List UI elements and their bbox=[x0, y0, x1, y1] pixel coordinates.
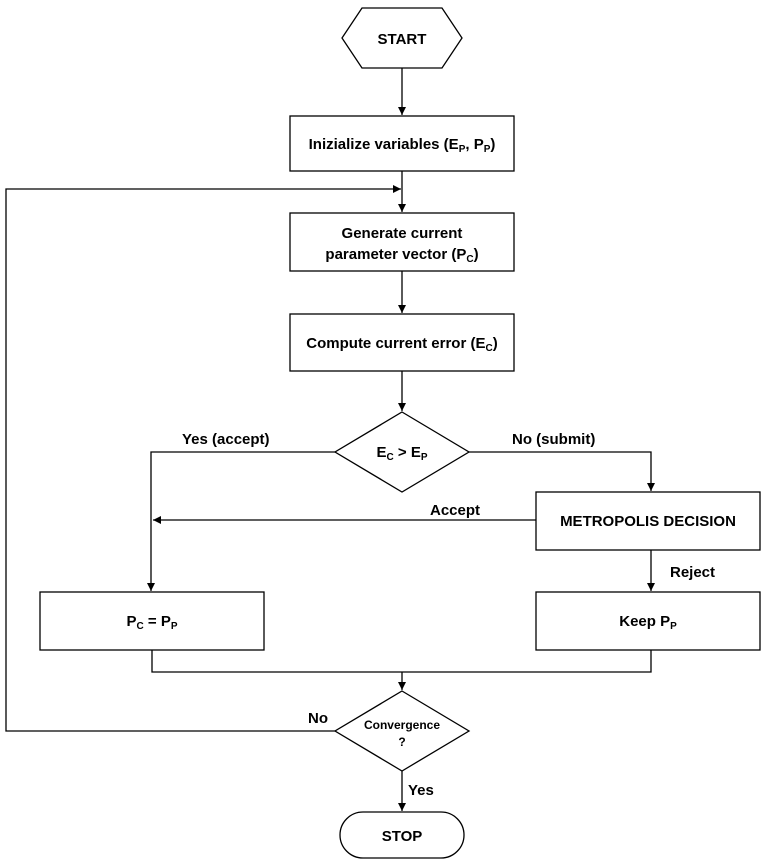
assign-label: PC = PP bbox=[126, 613, 177, 632]
edge-compare-metropolis bbox=[469, 451, 655, 491]
compare-label: EC > EP bbox=[376, 444, 427, 463]
compare-node: EC > EP bbox=[333, 411, 471, 493]
edge-label-yes-accept: Yes (accept) bbox=[182, 431, 270, 448]
convergence-label-line1: Convergence bbox=[364, 718, 440, 732]
edge-label-accept: Accept bbox=[430, 502, 480, 519]
edge-assign-merge bbox=[151, 650, 652, 673]
compute-label: Compute current error (EC) bbox=[306, 335, 497, 354]
assign-node: PC = PP bbox=[39, 591, 265, 651]
metropolis-label: METROPOLIS DECISION bbox=[560, 513, 736, 530]
convergence-node: Convergence ? bbox=[333, 690, 471, 772]
generate-label-line2: parameter vector (PC) bbox=[325, 246, 478, 265]
edge-label-no-submit: No (submit) bbox=[512, 431, 595, 448]
edge-compare-assign bbox=[147, 451, 335, 591]
init-label: Inizialize variables (EP, PP) bbox=[309, 136, 496, 155]
generate-node: Generate current parameter vector (PC) bbox=[289, 212, 515, 272]
start-label: START bbox=[378, 31, 427, 48]
stop-label: STOP bbox=[382, 828, 423, 845]
edge-label-yes: Yes bbox=[408, 782, 434, 799]
convergence-label-line2: ? bbox=[398, 735, 405, 749]
metropolis-node: METROPOLIS DECISION bbox=[535, 491, 761, 551]
init-node: Inizialize variables (EP, PP) bbox=[289, 115, 515, 172]
stop-node: STOP bbox=[339, 811, 465, 859]
keep-label: Keep PP bbox=[619, 613, 677, 632]
keep-node: Keep PP bbox=[535, 591, 761, 651]
edge-label-reject: Reject bbox=[670, 564, 715, 581]
edge-label-no: No bbox=[308, 710, 328, 727]
start-node: START bbox=[341, 7, 463, 69]
generate-label-line1: Generate current bbox=[342, 225, 463, 242]
compute-node: Compute current error (EC) bbox=[289, 313, 515, 372]
edge-convergence-loop bbox=[5, 185, 401, 732]
